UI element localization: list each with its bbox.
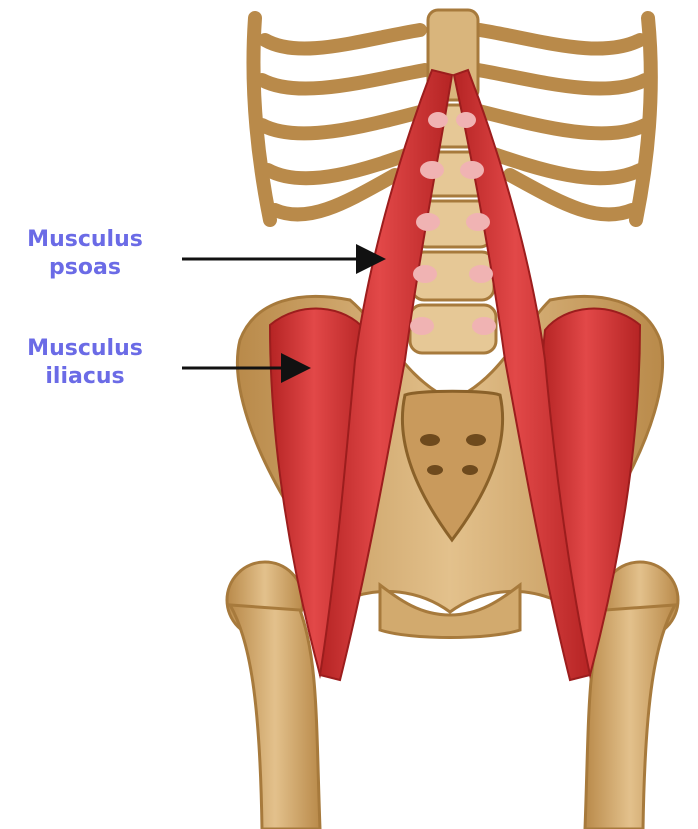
iliacus-label-line-1: Musculus	[0, 335, 170, 363]
iliacus-label-line-2: iliacus	[0, 363, 170, 391]
psoas-label-line-1: Musculus	[0, 226, 170, 254]
psoas-label-line-2: psoas	[0, 254, 170, 282]
psoas-label: Musculus psoas	[0, 226, 170, 282]
iliacus-label: Musculus iliacus	[0, 335, 170, 391]
